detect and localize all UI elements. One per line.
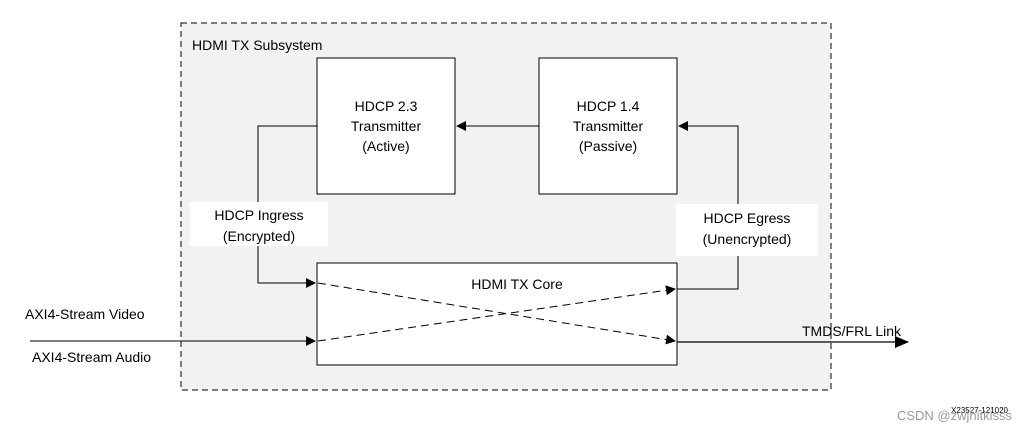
hdcp23-transmitter-block bbox=[316, 57, 456, 195]
tmds-frl-link-label: TMDS/FRL Link bbox=[802, 323, 902, 339]
egress-label-background bbox=[676, 204, 818, 256]
watermark-text: CSDN @zwjhitkisss bbox=[897, 408, 1013, 423]
ingress-label-background bbox=[190, 202, 328, 246]
core-dashed-arrow-up bbox=[317, 285, 676, 342]
core-dashed-arrow-down bbox=[317, 282, 676, 345]
hdcp23-label-line3: (Active) bbox=[362, 138, 409, 154]
hdcp14-label-line1: HDCP 1.4 bbox=[577, 98, 640, 114]
hdcp14-transmitter-block bbox=[538, 57, 678, 195]
hdcp23-label-line2: Transmitter bbox=[351, 118, 422, 134]
hdcp-ingress-label-line1: HDCP Ingress bbox=[214, 207, 303, 223]
figure-id: X23527-121020 bbox=[951, 406, 1008, 415]
hdcp23-label-line1: HDCP 2.3 bbox=[355, 98, 418, 114]
hdcp14-label-line3: (Passive) bbox=[579, 138, 637, 154]
subsystem-title: HDMI TX Subsystem bbox=[192, 37, 322, 53]
axi4-stream-video-label: AXI4-Stream Video bbox=[25, 306, 145, 322]
axi4-stream-audio-label: AXI4-Stream Audio bbox=[32, 349, 151, 365]
hdmi-tx-core-label: HDMI TX Core bbox=[471, 276, 563, 292]
hdcp-ingress-label-line2: (Encrypted) bbox=[223, 228, 295, 244]
hdcp-egress-label-line1: HDCP Egress bbox=[704, 210, 791, 226]
hdcp-egress-label-line2: (Unencrypted) bbox=[703, 231, 792, 247]
hdmi-tx-core-block bbox=[316, 262, 678, 366]
hdcp14-label-line2: Transmitter bbox=[573, 118, 644, 134]
